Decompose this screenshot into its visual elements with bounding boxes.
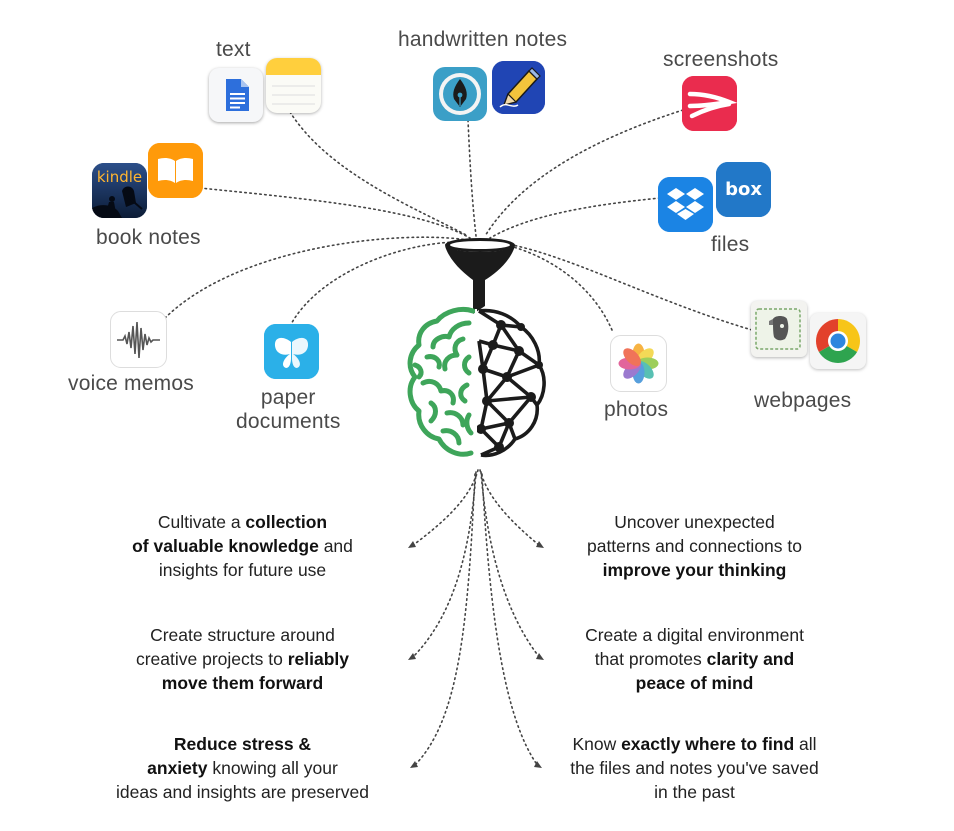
voice-memo-icon: [110, 311, 167, 368]
label-screenshots: screenshots: [663, 48, 779, 71]
line-text: [289, 111, 469, 237]
brain-icon: [407, 306, 546, 458]
outcome-emphasis: of valuable knowledge: [132, 536, 319, 556]
arrowhead: [536, 541, 544, 548]
outcome-text: Cultivate a: [157, 512, 246, 532]
label-webpages: webpages: [754, 389, 852, 412]
outcome-environment: Create a digital environment that promote…: [552, 623, 837, 695]
evernote-icon: [751, 301, 807, 357]
outcome-text: the files and notes you've saved: [570, 758, 819, 778]
outcome-emphasis: collection: [245, 512, 328, 532]
outcome-text: creative projects to: [135, 649, 288, 669]
outcome-text: patterns and connections to: [586, 536, 802, 556]
outcome-patterns: Uncover unexpected patterns and connectio…: [552, 510, 837, 582]
label-paper-line1: paper: [260, 386, 316, 409]
dropbox-icon: [658, 177, 713, 232]
outcome-emphasis: improve your thinking: [602, 560, 787, 580]
outcome-text: in the past: [654, 782, 735, 802]
line-books: [199, 187, 471, 239]
line-webpages: [494, 241, 753, 331]
outcome-collection: Cultivate a collection of valuable knowle…: [100, 510, 385, 582]
outcome-text: Create a digital environment: [585, 625, 804, 645]
outcome-emphasis: anxiety: [147, 758, 208, 778]
label-files: files: [711, 233, 750, 256]
outcome-text: ideas and insights are preserved: [116, 782, 369, 802]
label-paper-line2: documents: [236, 410, 341, 433]
label-photos: photos: [604, 398, 669, 421]
line-out-4: [480, 471, 541, 659]
outcome-text: insights for future use: [158, 560, 327, 580]
photos-icon: [610, 335, 667, 392]
line-out-2: [479, 469, 541, 547]
outcome-emphasis: Reduce stress &: [173, 734, 312, 754]
funnel-icon: [445, 238, 515, 314]
line-out-3: [411, 471, 477, 659]
line-voice: [164, 236, 469, 319]
outcome-text: and: [318, 536, 353, 556]
label-voice-memos: voice memos: [68, 372, 194, 395]
outcome-text: knowing all your: [207, 758, 338, 778]
outcome-find: Know exactly where to find all the files …: [542, 732, 847, 804]
outcome-emphasis: peace of mind: [635, 673, 754, 693]
outcome-emphasis: clarity and: [706, 649, 795, 669]
label-book-notes: book notes: [96, 226, 201, 249]
box-icon: box: [716, 162, 771, 217]
arrowhead: [410, 761, 418, 768]
label-text: text: [216, 38, 251, 61]
skitch-icon: [682, 76, 737, 131]
line-paper: [289, 241, 467, 327]
arrowhead: [408, 653, 416, 660]
line-out-6: [481, 473, 539, 767]
line-handwritten: [467, 119, 477, 237]
line-files: [489, 197, 661, 239]
google-docs-icon: [209, 68, 263, 122]
outcome-text: Uncover unexpected: [614, 512, 775, 532]
arrowhead: [408, 541, 416, 548]
fountain-pen-icon: [433, 67, 487, 121]
pencil-app-icon: [492, 61, 545, 114]
outcome-emphasis: move them forward: [161, 673, 324, 693]
arrowhead: [536, 653, 544, 660]
line-screenshots: [484, 109, 684, 237]
arrowhead: [534, 761, 542, 768]
outcome-text: Know: [572, 734, 622, 754]
kindle-wordmark: kindle: [97, 168, 142, 186]
box-wordmark: box: [725, 179, 762, 200]
label-handwritten-notes: handwritten notes: [398, 28, 568, 51]
outcome-stress: Reduce stress & anxiety knowing all your i…: [90, 732, 395, 804]
chrome-icon: [810, 313, 866, 369]
outcome-text: all: [794, 734, 817, 754]
kindle-icon: kindle: [92, 163, 147, 218]
line-out-1: [411, 469, 479, 547]
outcome-emphasis: exactly where to find: [621, 734, 795, 754]
outcome-emphasis: reliably: [287, 649, 350, 669]
scanner-butterfly-icon: [264, 324, 319, 379]
ibooks-icon: [148, 143, 203, 198]
label-paper-documents: paper documents: [236, 386, 341, 434]
outcome-text: Create structure around: [150, 625, 335, 645]
notes-icon: [266, 58, 321, 113]
outcome-structure: Create structure around creative projects…: [100, 623, 385, 695]
line-out-5: [413, 473, 476, 767]
outcome-text: that promotes: [594, 649, 707, 669]
